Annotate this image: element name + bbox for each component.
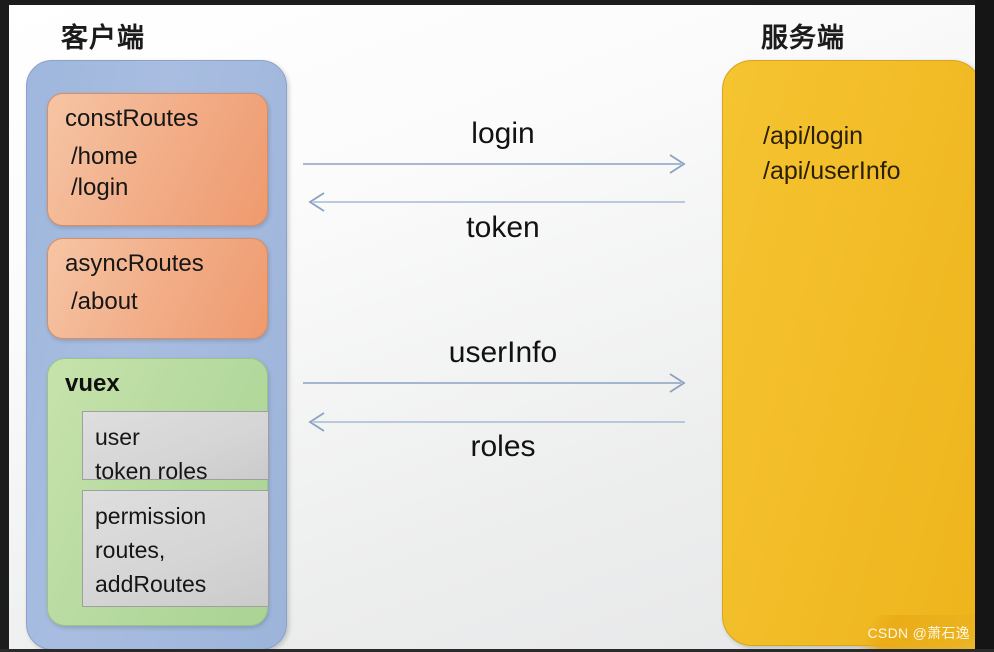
flow-label-token: token [466, 211, 540, 244]
vuex-permission-line-2: routes, [95, 537, 166, 563]
api-endpoint-login: /api/login [763, 122, 864, 150]
frame-top-border [0, 0, 994, 5]
frame-right-border [975, 0, 994, 652]
api-endpoint-userinfo: /api/userInfo [763, 157, 901, 185]
flow-label-login: login [471, 117, 535, 150]
const-routes-title: constRoutes [65, 105, 199, 132]
vuex-box: vuex user token roles permission routes,… [47, 358, 269, 626]
async-routes-box: asyncRoutes /about [47, 238, 268, 339]
frame-bottom-border [0, 649, 994, 652]
server-container: /api/login /api/userInfo [722, 60, 982, 646]
vuex-permission-module-box: permission routes, addRoutes [82, 490, 269, 607]
async-routes-title: asyncRoutes [65, 250, 204, 277]
vuex-user-line-1: user [95, 424, 140, 450]
flow-arrow-roles [308, 412, 685, 432]
watermark: CSDN @萧石逸 [849, 615, 975, 649]
watermark-background [849, 615, 975, 649]
const-route-item-home: /home [71, 143, 138, 170]
watermark-text: CSDN @萧石逸 [867, 625, 970, 641]
const-route-item-login: /login [71, 174, 129, 201]
flow-arrow-userinfo [303, 373, 686, 393]
diagram-surface: 客户端 服务端 constRoutes /home /login asyncRo… [9, 5, 982, 651]
vuex-permission-line-1: permission [95, 503, 207, 529]
client-container: constRoutes /home /login asyncRoutes /ab… [26, 60, 287, 650]
flow-label-roles: roles [470, 430, 536, 463]
vuex-user-module-box: user token roles [82, 411, 269, 484]
heading-client: 客户端 [61, 23, 145, 53]
vuex-user-line-2: token roles [95, 458, 208, 484]
flow-arrow-token [308, 192, 685, 212]
vuex-title: vuex [65, 370, 120, 397]
heading-server: 服务端 [761, 23, 845, 53]
vuex-permission-line-3: addRoutes [95, 571, 207, 597]
flow-label-userinfo: userInfo [448, 336, 558, 369]
flow-arrow-login [303, 154, 686, 174]
async-route-item-about: /about [71, 288, 138, 315]
const-routes-box: constRoutes /home /login [47, 93, 268, 226]
frame-left-border [0, 0, 9, 652]
